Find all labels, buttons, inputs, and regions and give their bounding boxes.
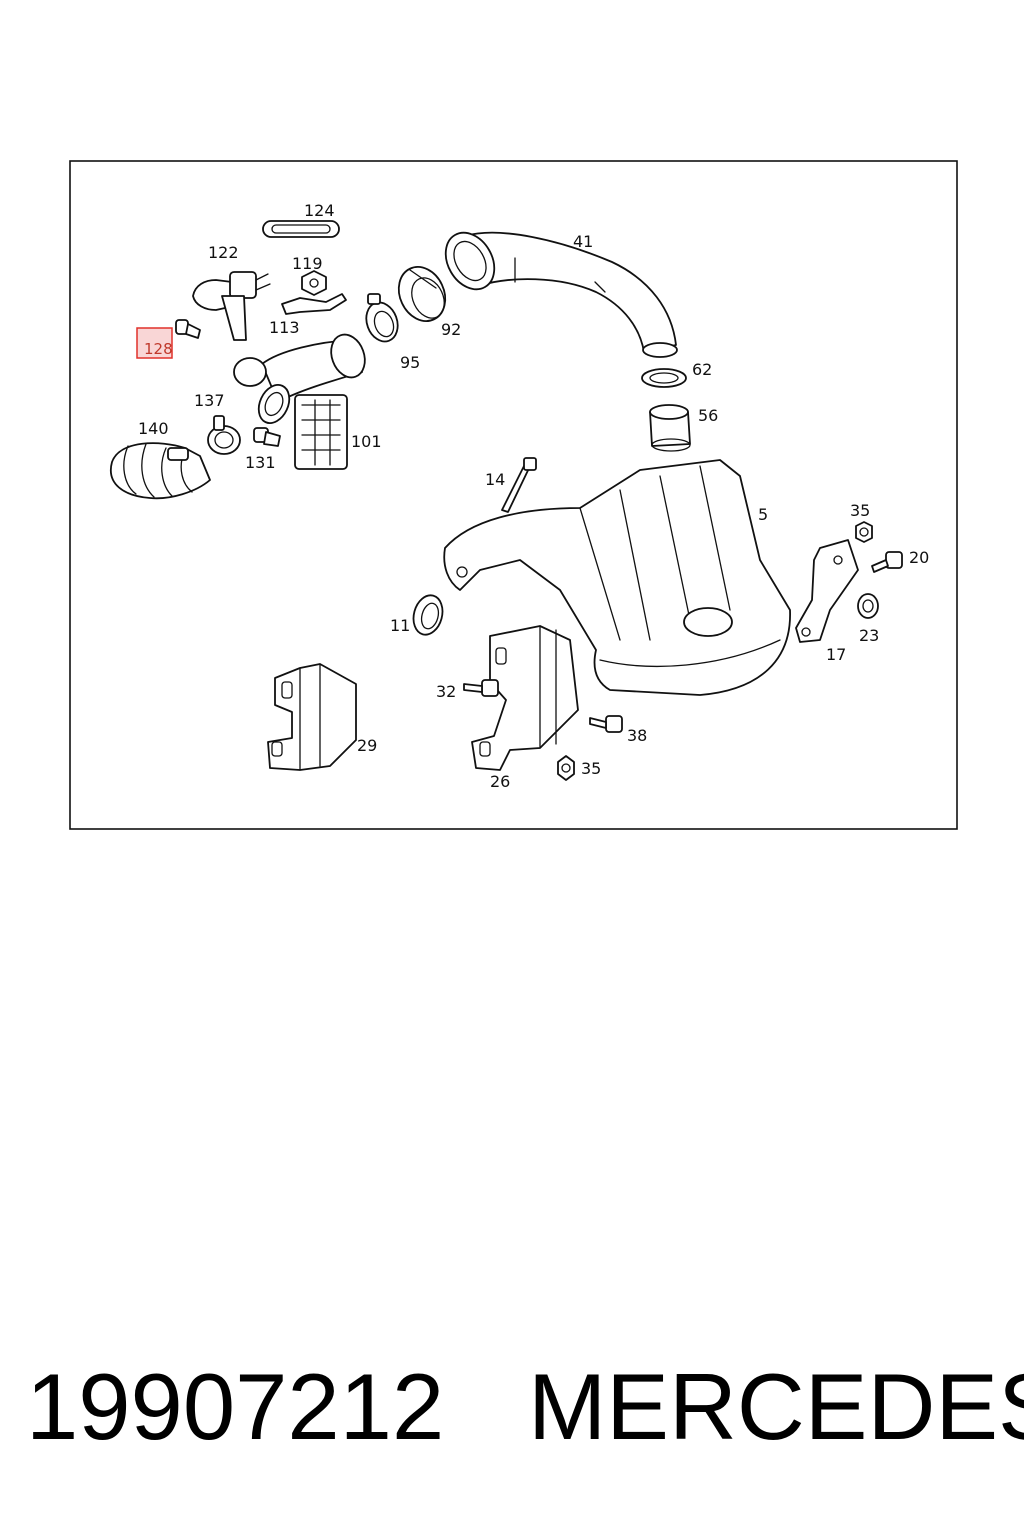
part-14-stud bbox=[501, 457, 537, 513]
part-113-bracket bbox=[281, 293, 347, 315]
part-35-nut-bottom bbox=[557, 755, 575, 781]
callout-14: 14 bbox=[485, 470, 505, 489]
part-29-bracket bbox=[267, 663, 357, 771]
diagram-frame bbox=[69, 160, 958, 830]
part-62-clamp bbox=[641, 368, 687, 388]
callout-95: 95 bbox=[400, 353, 420, 372]
footer: 19907212 MERCEDES bbox=[0, 1352, 1024, 1472]
part-131-fitting bbox=[253, 427, 281, 447]
callout-122: 122 bbox=[208, 243, 239, 262]
part-41-intake-pipe bbox=[444, 231, 678, 358]
callout-113: 113 bbox=[269, 318, 300, 337]
part-17-bracket bbox=[795, 539, 859, 643]
callout-29: 29 bbox=[357, 736, 377, 755]
callout-41: 41 bbox=[573, 232, 593, 251]
part-38-bolt bbox=[589, 715, 623, 733]
part-92-coupling bbox=[397, 266, 447, 322]
callout-137: 137 bbox=[194, 391, 225, 410]
part-26-bracket bbox=[471, 625, 579, 771]
callout-11: 11 bbox=[390, 616, 410, 635]
callout-92: 92 bbox=[441, 320, 461, 339]
callout-124: 124 bbox=[304, 201, 335, 220]
callout-101: 101 bbox=[351, 432, 382, 451]
part-137-clamp bbox=[207, 415, 241, 455]
part-20-bolt bbox=[871, 551, 903, 573]
callout-128: 128 bbox=[144, 340, 173, 358]
brand-name: MERCEDES bbox=[528, 1354, 1024, 1459]
part-140-bellows-hose bbox=[109, 442, 211, 500]
part-number: 19907212 bbox=[26, 1354, 445, 1459]
callout-56: 56 bbox=[698, 406, 718, 425]
highlight-box bbox=[136, 327, 173, 359]
part-35-nut-top bbox=[855, 521, 873, 543]
part-32-bolt bbox=[463, 679, 499, 697]
callout-140: 140 bbox=[138, 419, 169, 438]
callout-23: 23 bbox=[859, 626, 879, 645]
part-101-throttle-body bbox=[233, 333, 366, 470]
part-95-clamp bbox=[365, 293, 399, 343]
callout-38: 38 bbox=[627, 726, 647, 745]
part-56-sleeve bbox=[649, 404, 691, 452]
callout-35-top: 35 bbox=[850, 501, 870, 520]
callout-35-bottom: 35 bbox=[581, 759, 601, 778]
part-124-strip bbox=[262, 220, 340, 238]
part-5-intake-manifold bbox=[443, 459, 791, 696]
callout-32: 32 bbox=[436, 682, 456, 701]
callout-119: 119 bbox=[292, 254, 323, 273]
callout-62: 62 bbox=[692, 360, 712, 379]
part-23-grommet bbox=[857, 593, 879, 619]
callout-26: 26 bbox=[490, 772, 510, 791]
callout-5: 5 bbox=[758, 505, 768, 524]
callout-131: 131 bbox=[245, 453, 276, 472]
part-11-seal-ring bbox=[412, 594, 444, 636]
part-128-screw bbox=[175, 319, 201, 339]
callout-20: 20 bbox=[909, 548, 929, 567]
callout-17: 17 bbox=[826, 645, 846, 664]
part-119-nut bbox=[301, 270, 327, 296]
part-122-actuator bbox=[192, 271, 271, 341]
